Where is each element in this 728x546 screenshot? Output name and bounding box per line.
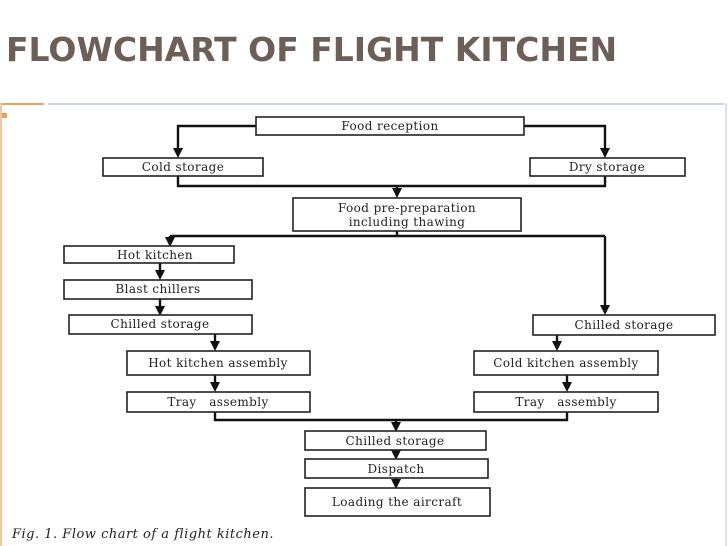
node-label: Cold storage (142, 160, 224, 174)
connector-storage-merge (176, 176, 607, 188)
node-loading-aircraft: Loading the aircraft (304, 487, 491, 517)
node-chilled-storage-center: Chilled storage (304, 430, 487, 451)
node-label: Food pre-preparation (338, 201, 476, 215)
node-cold-storage: Cold storage (102, 157, 264, 177)
slide-title: FLOWCHART OF FLIGHT KITCHEN (6, 30, 618, 69)
connector-reception-cold (173, 124, 256, 158)
node-dispatch: Dispatch (304, 458, 489, 479)
left-border (0, 103, 2, 546)
node-hot-kitchen: Hot kitchen (63, 245, 235, 264)
node-label: Food reception (341, 119, 438, 133)
node-label: Hot kitchen assembly (148, 356, 288, 370)
node-dry-storage: Dry storage (529, 157, 686, 177)
node-label: Hot kitchen (117, 248, 193, 262)
node-label: Tray assembly (167, 395, 268, 409)
node-label: including thawing (349, 215, 466, 229)
node-label: Chilled storage (111, 317, 210, 331)
node-blast-chillers: Blast chillers (63, 279, 253, 300)
node-label: Loading the aircraft (332, 495, 462, 509)
bullet-marker (2, 113, 7, 118)
connectors (155, 124, 610, 489)
title-divider (48, 103, 724, 105)
node-food-reception: Food reception (255, 116, 525, 136)
accent-rule (0, 103, 44, 105)
node-label: Chilled storage (575, 318, 674, 332)
node-label: Tray assembly (515, 395, 616, 409)
node-chilled-storage-right: Chilled storage (532, 314, 716, 336)
connector-reception-dry (524, 124, 610, 158)
node-label: Blast chillers (115, 282, 200, 296)
node-chilled-storage-left: Chilled storage (68, 314, 253, 335)
node-label: Cold kitchen assembly (493, 356, 638, 370)
right-border (725, 103, 727, 546)
node-cold-kitchen-assembly: Cold kitchen assembly (473, 350, 659, 376)
node-food-pre-preparation: Food pre-preparation including thawing (292, 197, 522, 232)
node-label: Dry storage (569, 160, 645, 174)
node-tray-assembly-left: Tray assembly (126, 391, 311, 413)
connector-tray-merge (213, 412, 569, 422)
node-tray-assembly-right: Tray assembly (473, 391, 659, 413)
node-hot-kitchen-assembly: Hot kitchen assembly (126, 350, 311, 376)
node-label: Chilled storage (346, 434, 445, 448)
node-label: Dispatch (368, 462, 425, 476)
figure-caption: Fig. 1. Flow chart of a flight kitchen. (12, 527, 274, 542)
